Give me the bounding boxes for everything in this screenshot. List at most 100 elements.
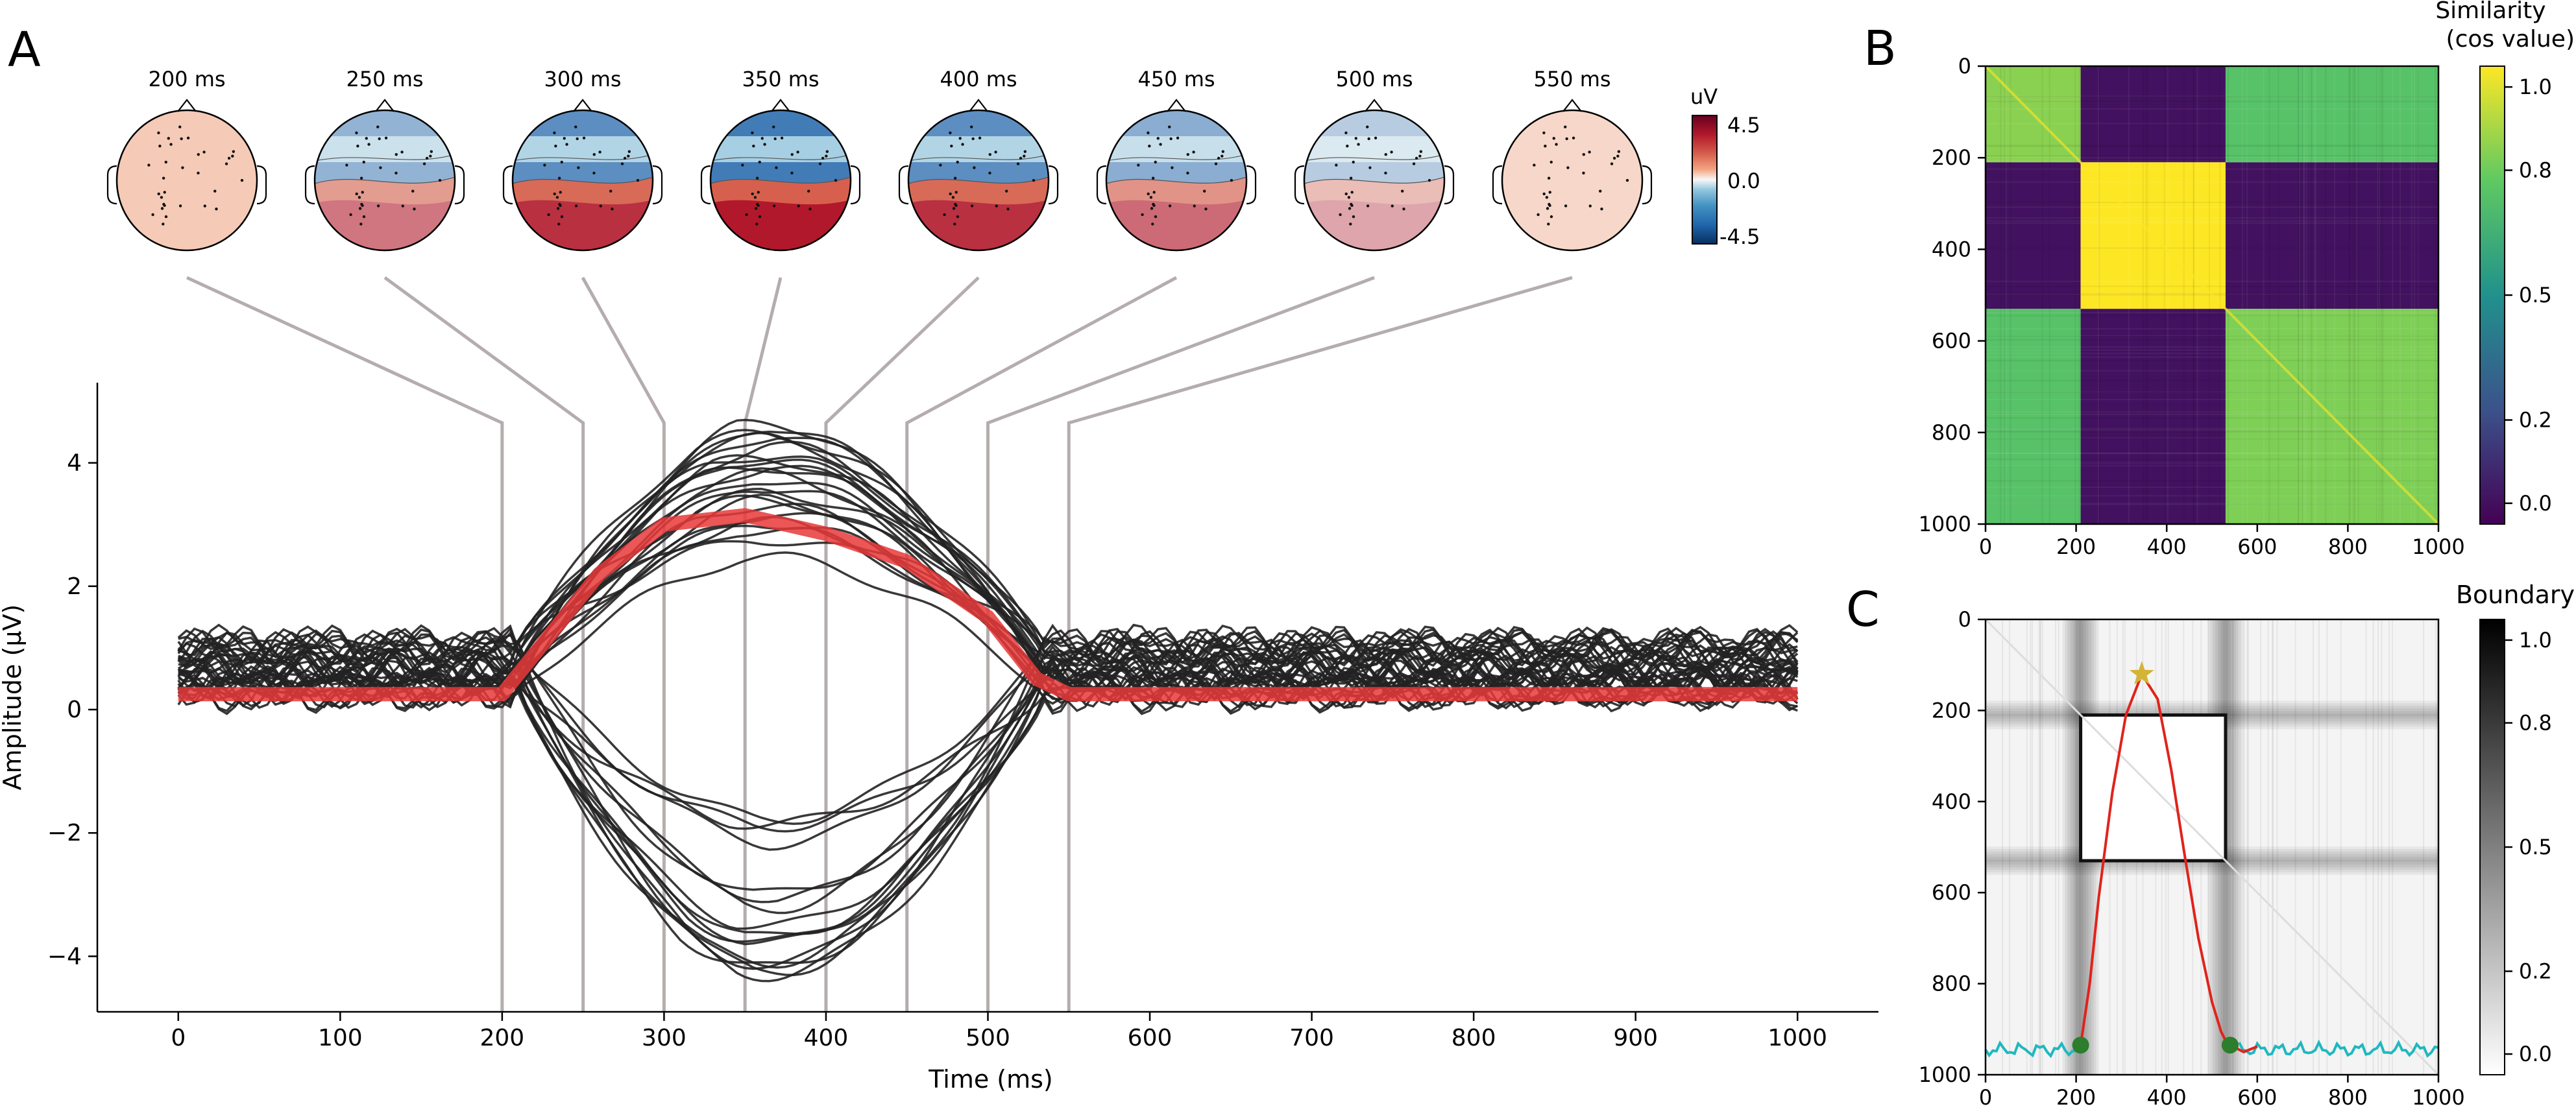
topomap-positive-core bbox=[1106, 200, 1246, 250]
electrode-dot bbox=[557, 222, 561, 226]
colorbar-tick-label: 1.0 bbox=[2519, 628, 2552, 652]
x-tick-label: 600 bbox=[2237, 534, 2277, 559]
electrode-dot bbox=[970, 204, 974, 208]
x-tick-label: 0 bbox=[1979, 534, 1992, 559]
topomap-positive-core bbox=[908, 200, 1049, 250]
connector-line-500 bbox=[986, 276, 1375, 1012]
topomap-fill bbox=[117, 110, 257, 250]
electrode-dot bbox=[554, 144, 557, 148]
electrode-dot bbox=[755, 222, 759, 226]
connector-line-250 bbox=[383, 276, 585, 1012]
left-ear-outline bbox=[304, 165, 315, 205]
electrode-dot bbox=[1149, 196, 1153, 199]
y-tick-label: 200 bbox=[1932, 145, 1971, 170]
topomap-time-label: 300 ms bbox=[544, 67, 621, 91]
topomap-colorbar-label: uV bbox=[1690, 84, 1718, 109]
electrode-dot bbox=[413, 208, 416, 211]
electrode-dot bbox=[400, 150, 404, 154]
electrode-dot bbox=[180, 137, 183, 141]
electrode-dot bbox=[1152, 204, 1156, 208]
electrode-dot bbox=[592, 171, 596, 174]
topomap-500ms: 500 ms bbox=[1294, 67, 1455, 252]
topomap-positive-core bbox=[513, 200, 653, 250]
right-ear-outline bbox=[1642, 165, 1653, 205]
topomap-field bbox=[1502, 110, 1642, 250]
electrode-dot bbox=[362, 215, 366, 219]
similarity-block bbox=[1986, 162, 2081, 309]
y-tick-label: 400 bbox=[1932, 237, 1971, 261]
electrode-dot bbox=[1616, 154, 1620, 158]
electrode-dot bbox=[1402, 208, 1405, 211]
electrode-dot bbox=[1148, 144, 1151, 148]
nose-outline bbox=[375, 99, 395, 112]
electrode-dot bbox=[780, 136, 784, 139]
electrode-dot bbox=[1610, 162, 1614, 165]
electrode-dot bbox=[240, 178, 244, 182]
electrode-dot bbox=[808, 208, 812, 211]
electrode-dot bbox=[1374, 136, 1378, 139]
electrode-dot bbox=[763, 143, 766, 146]
electrode-dot bbox=[772, 125, 775, 128]
electrode-dot bbox=[560, 160, 563, 164]
electrode-dot bbox=[807, 189, 810, 193]
electrode-dot bbox=[1582, 153, 1585, 156]
electrode-dot bbox=[1005, 189, 1008, 193]
electrode-dot bbox=[956, 215, 960, 219]
y-tick-label: 600 bbox=[1932, 329, 1971, 353]
electrode-dot bbox=[359, 176, 363, 180]
y-tick-label: 0 bbox=[1958, 54, 1971, 78]
electrode-dot bbox=[745, 213, 748, 217]
electrode-dot bbox=[953, 222, 956, 226]
topomap-fill bbox=[1502, 110, 1642, 250]
electrode-dot bbox=[970, 125, 973, 128]
nose-outline bbox=[1365, 99, 1384, 112]
electrode-dot bbox=[1542, 192, 1546, 196]
topomap-contour bbox=[908, 176, 1049, 184]
similarity-block bbox=[2225, 162, 2438, 309]
head-outline bbox=[1105, 109, 1248, 252]
electrode-dot bbox=[164, 160, 167, 164]
topomap-colorbar-gradient bbox=[1692, 115, 1718, 245]
boundary-curve bbox=[2079, 673, 2230, 1046]
connector-line-300 bbox=[581, 276, 666, 1012]
x-tick-label: 100 bbox=[318, 1025, 363, 1051]
electrode-dot bbox=[401, 204, 404, 208]
electrode-dot bbox=[751, 131, 754, 135]
nose-outline bbox=[1167, 99, 1186, 112]
y-tick-label: 1000 bbox=[1919, 512, 1971, 536]
electrode-dot bbox=[1390, 150, 1393, 154]
boundary-colorbar-ticks: 0.00.20.50.81.0 bbox=[2505, 628, 2552, 1066]
connector-line-450 bbox=[905, 276, 1178, 1012]
similarity-block bbox=[2225, 66, 2438, 163]
electrode-dot bbox=[1366, 125, 1369, 128]
electrode-dot bbox=[1347, 196, 1351, 199]
topomap-colorbar: uV 4.5 0.0 -4.5 bbox=[1690, 84, 1760, 249]
electrode-dot bbox=[162, 176, 165, 180]
electrode-dot bbox=[1549, 215, 1553, 219]
electrode-dot bbox=[1617, 150, 1621, 153]
electrode-dot bbox=[1412, 162, 1416, 165]
x-tick-label: 400 bbox=[2147, 1085, 2187, 1110]
similarity-block bbox=[1986, 309, 2081, 524]
electrode-dot bbox=[1354, 137, 1357, 140]
topomap-contour bbox=[1304, 154, 1444, 162]
electrode-dot bbox=[163, 204, 166, 208]
head-outline bbox=[709, 109, 852, 252]
electrode-dot bbox=[425, 156, 429, 160]
electrode-dot bbox=[358, 207, 362, 210]
electrode-dot bbox=[1186, 171, 1189, 174]
electrode-dot bbox=[356, 144, 359, 148]
boundary-colorbar: Boundary 0.00.20.50.81.0 bbox=[2456, 580, 2575, 1075]
electrode-dot bbox=[411, 189, 415, 193]
electrode-dot bbox=[1565, 137, 1568, 141]
topomap-contour bbox=[711, 154, 851, 162]
topomap-contour bbox=[513, 176, 653, 184]
y-tick-label: 4 bbox=[67, 450, 82, 477]
electrode-dot bbox=[1537, 213, 1540, 217]
connector-line-550 bbox=[1067, 276, 1573, 1012]
electrode-dot bbox=[1176, 136, 1180, 139]
electrode-dot bbox=[349, 213, 352, 217]
electrode-dot bbox=[160, 207, 164, 210]
electrode-dot bbox=[1168, 125, 1171, 128]
